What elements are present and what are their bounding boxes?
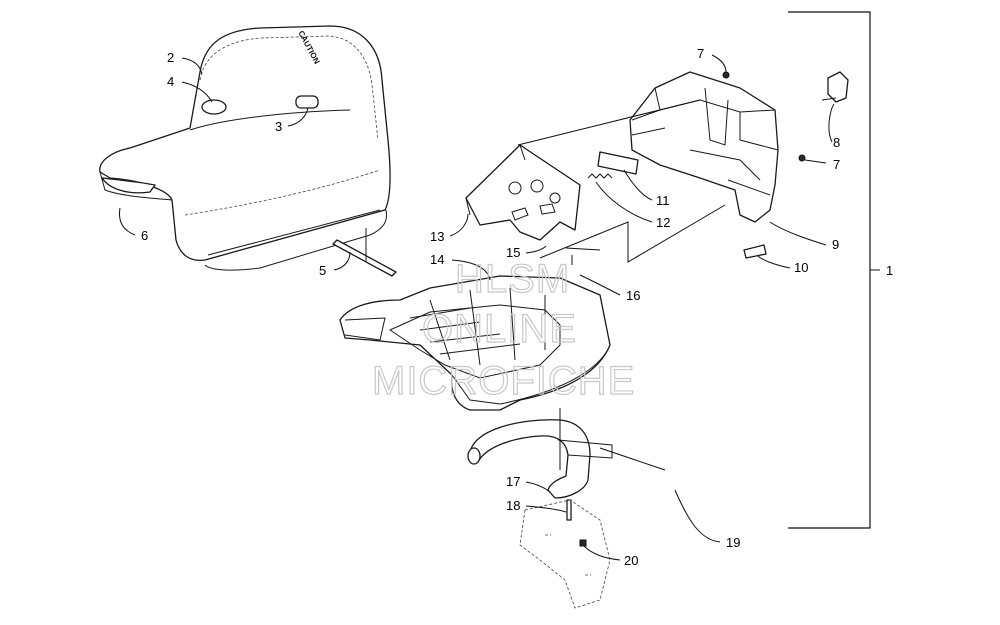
callout-18: 18: [506, 498, 520, 513]
callout-7-right: 7: [833, 157, 840, 172]
callout-1: 1: [886, 263, 893, 278]
watermark-line-1: HLSM: [455, 257, 570, 301]
callout-13: 13: [430, 229, 444, 244]
callout-20: 20: [624, 553, 638, 568]
callout-6: 6: [141, 228, 148, 243]
rear-tray: [339, 275, 611, 411]
callout-12: 12: [656, 215, 670, 230]
watermark-line-3: MICROFICHE: [372, 359, 635, 403]
callout-8: 8: [833, 135, 840, 150]
callout-7-top: 7: [697, 46, 704, 61]
watermark-line-2: ONLINE: [422, 307, 577, 351]
callout-14: 14: [430, 252, 444, 267]
mount-plate: [519, 499, 611, 609]
seat-knob-4: [201, 99, 227, 115]
storage-box: [629, 71, 849, 259]
callout-16: 16: [626, 288, 640, 303]
callout-17: 17: [506, 474, 520, 489]
callout-15: 15: [506, 245, 520, 260]
assembly-lines: [517, 99, 726, 471]
callout-2: 2: [167, 50, 174, 65]
spring-and-pad: [587, 151, 639, 179]
callout-3: 3: [275, 119, 282, 134]
callout-19: 19: [726, 535, 740, 550]
watermark: HLSM ONLINE MICROFICHE: [371, 256, 635, 403]
callout-9: 9: [832, 237, 839, 252]
seat-latch-3: [295, 95, 319, 109]
callout-5: 5: [319, 263, 326, 278]
mount-bracket: [465, 144, 581, 241]
seat-assembly: CAUTION: [99, 25, 397, 277]
callout-leaders: [119, 54, 835, 561]
callout-11: 11: [656, 193, 670, 208]
callout-10: 10: [794, 260, 808, 275]
grab-bar: [467, 419, 613, 521]
seat-strap: [332, 239, 397, 277]
callout-4: 4: [167, 74, 174, 89]
